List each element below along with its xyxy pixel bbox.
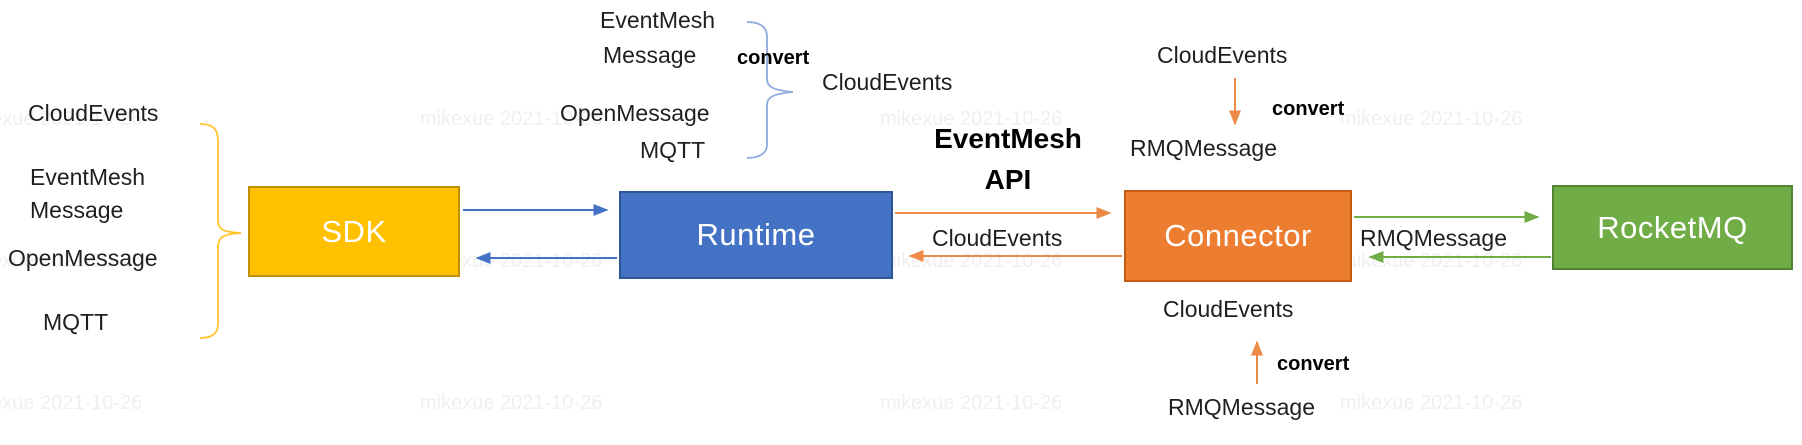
eventmesh-api-title-line2: API — [984, 164, 1032, 195]
sdk-box: SDK — [248, 186, 460, 277]
left-protocols-brace — [199, 123, 242, 339]
connector-top-convert-label: convert — [1272, 98, 1345, 120]
runtime-protocol-eventmesh-line1: EventMesh — [600, 7, 716, 33]
connector-bottom-convert-to: CloudEvents — [1163, 296, 1294, 322]
runtime-connector-link-label: CloudEvents — [932, 225, 1063, 251]
watermark-text: mikexue 2021-10-26 — [1340, 108, 1523, 130]
runtime-protocol-mqtt: MQTT — [640, 137, 706, 163]
sdk-protocol-mqtt: MQTT — [43, 309, 109, 335]
runtime-box: Runtime — [619, 191, 893, 279]
rocketmq-box-label: RocketMQ — [1597, 209, 1748, 245]
eventmesh-api-title-line1: EventMesh — [934, 123, 1082, 154]
sdk-protocol-openmessage: OpenMessage — [8, 245, 158, 271]
runtime-convert-result-cloudevents: CloudEvents — [822, 69, 953, 95]
sdk-box-label: SDK — [321, 213, 387, 249]
connector-top-convert-to: RMQMessage — [1130, 135, 1277, 161]
eventmesh-api-title: EventMesh API — [890, 118, 1126, 200]
runtime-protocol-eventmesh-line2: Message — [603, 42, 697, 68]
connector-rocketmq-link-label: RMQMessage — [1360, 225, 1507, 251]
watermark-text: mikexue 2021-10-26 — [0, 392, 143, 414]
watermark-text: mikexue 2021-10-26 — [1340, 392, 1523, 414]
runtime-protocol-openmessage: OpenMessage — [560, 100, 710, 126]
rocketmq-box: RocketMQ — [1552, 185, 1793, 270]
runtime-box-label: Runtime — [696, 217, 816, 252]
sdk-protocol-cloudevents: CloudEvents — [28, 100, 159, 126]
watermark-text: mikexue 2021-10-26 — [1340, 250, 1523, 272]
runtime-protocols-brace — [746, 21, 794, 159]
sdk-protocol-eventmesh-line1: EventMesh — [30, 164, 146, 190]
connector-box: Connector — [1124, 190, 1352, 282]
runtime-convert-label: convert — [737, 47, 810, 69]
connector-box-label: Connector — [1164, 218, 1312, 253]
watermark-text: mikexue 2021-10-26 — [880, 392, 1063, 414]
sdk-protocol-eventmesh-line2: Message — [30, 197, 124, 223]
connector-top-convert-from: CloudEvents — [1157, 42, 1288, 68]
connector-bottom-convert-label: convert — [1277, 353, 1350, 375]
watermark-text: mikexue 2021-10-26 — [880, 250, 1063, 272]
connector-bottom-convert-from: RMQMessage — [1168, 394, 1315, 420]
watermark-text: mikexue 2021-10-26 — [420, 392, 603, 414]
